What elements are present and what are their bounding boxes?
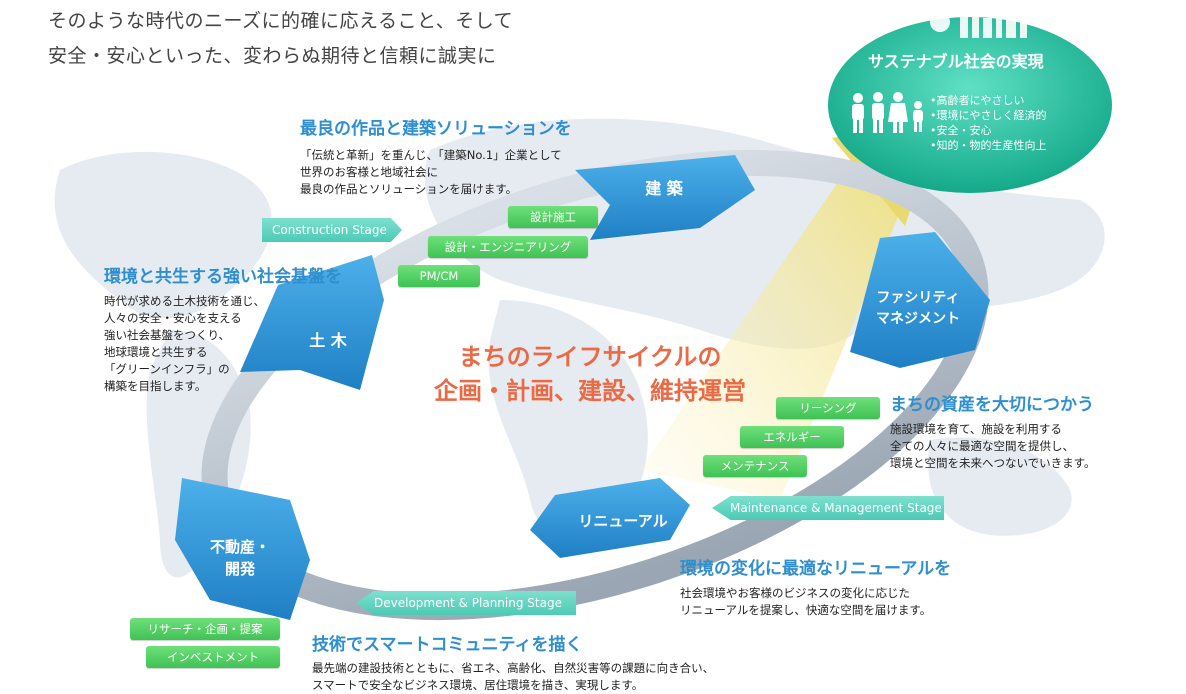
section-renewal: 環境の変化に最適なリニューアルを 社会環境やお客様のビジネスの変化に応じた リニ… — [680, 554, 951, 619]
goal-list: •高齢者にやさしい •環境にやさしく経済的 •安全・安心 •知的・物的生産性向上 — [930, 93, 1047, 153]
section-kenchiku: 最良の作品と建築ソリューションを 「伝統と革新」を重んじ、「建築No.1」企業と… — [300, 114, 572, 198]
construction-stage-label: Construction Stage — [262, 218, 402, 242]
center-title-line-2: 企画・計画、建設、維持運営 — [434, 377, 746, 405]
section-body: 施設環境を育て、施設を利用する 全ての人々に最適な空間を提供し、 環境と空間を未… — [890, 421, 1096, 472]
section-line: スマートで安全なビジネス環境、居住環境を描き、実現します。 — [312, 678, 644, 692]
section-fudosan: 技術でスマートコミュニティを描く 最先端の建設技術とともに、省エネ、高齢化、自然… — [312, 630, 714, 694]
goal-item: •安全・安心 — [930, 124, 992, 137]
tag-pm-cm: PM/CM — [398, 265, 480, 287]
node-renewal: リニューアル — [578, 512, 668, 530]
tag-sekkei-seko: 設計施工 — [508, 206, 598, 228]
maintenance-stage-label: Maintenance & Management Stage — [712, 496, 944, 520]
section-body: 「伝統と革新」を重んじ、「建築No.1」企業として 世界のお客様と地域社会に 最… — [300, 147, 572, 198]
node-facility-line-1: ファシリティ — [876, 290, 960, 306]
section-line: 施設環境を育て、施設を利用する — [890, 422, 1062, 436]
section-heading: 環境と共生する強い社会基盤を — [104, 267, 342, 287]
section-heading: 環境の変化に最適なリニューアルを — [680, 559, 952, 579]
section-line: 社会環境やお客様のビジネスの変化に応じた — [680, 586, 910, 600]
section-heading: 最良の作品と建築ソリューションを — [300, 119, 572, 139]
section-line: 世界のお客様と地域社会に — [300, 165, 438, 179]
goal-item: •知的・物的生産性向上 — [930, 139, 1047, 152]
section-line: 環境と空間を未来へつないでいきます。 — [890, 456, 1096, 470]
goal-title: サステナブル社会の実現 — [868, 52, 1044, 71]
center-title-line-1: まちのライフサイクルの — [458, 343, 722, 371]
section-body: 時代が求める土木技術を通じ、 人々の安全・安心を支える 強い社会基盤をつくり、 … — [104, 293, 342, 395]
section-body: 社会環境やお客様のビジネスの変化に応じた リニューアルを提案し、快適な空間を届け… — [680, 585, 951, 619]
development-stage-label: Development & Planning Stage — [356, 591, 576, 615]
section-line: 全ての人々に最適な空間を提供し、 — [890, 439, 1074, 453]
section-heading: まちの資産を大切につかう — [890, 395, 1094, 415]
goal-item: •環境にやさしく経済的 — [930, 109, 1047, 122]
section-line: 「伝統と革新」を重んじ、「建築No.1」企業として — [300, 148, 562, 162]
section-line: リニューアルを提案し、快適な空間を届けます。 — [680, 603, 932, 617]
section-line: 最先端の建設技術とともに、省エネ、高齢化、自然災害等の課題に向き合い、 — [312, 661, 715, 675]
section-line: 「グリーンインフラ」の — [104, 362, 230, 376]
section-facility: まちの資産を大切につかう 施設環境を育て、施設を利用する 全ての人々に最適な空間… — [890, 390, 1096, 472]
goal-ellipse — [828, 17, 1112, 193]
center-title: まちのライフサイクルの 企画・計画、建設、維持運営 — [415, 340, 765, 408]
node-real-estate-development: 不動産・ 開発 — [195, 536, 285, 580]
section-body: 最先端の建設技術とともに、省エネ、高齢化、自然災害等の課題に向き合い、 スマート… — [312, 660, 714, 694]
tag-leasing: リーシング — [776, 397, 880, 419]
node-doboku: 土 木 — [309, 331, 347, 350]
tag-engineering: 設計・エンジニアリング — [428, 236, 588, 258]
node-kenchiku: 建 築 — [645, 179, 683, 198]
node-facility-line-2: マネジメント — [876, 311, 960, 327]
section-heading: 技術でスマートコミュニティを描く — [312, 635, 583, 655]
node-facility-management: ファシリティ マネジメント — [858, 288, 978, 330]
goal-item: •高齢者にやさしい — [930, 94, 1025, 107]
intro-line-2: 安全・安心といった、変わらぬ期待と信頼に誠実に — [48, 45, 497, 67]
section-line: 時代が求める土木技術を通じ、 — [104, 294, 265, 308]
tag-maintenance: メンテナンス — [703, 455, 807, 477]
section-line: 強い社会基盤をつくり、 — [104, 328, 231, 342]
node-fudosan-line-2: 開発 — [224, 560, 255, 578]
section-line: 地球環境と共生する — [104, 345, 208, 359]
tag-research: リサーチ・企画・提案 — [130, 618, 280, 640]
section-line: 構築を目指します。 — [104, 379, 207, 393]
node-fudosan-line-1: 不動産・ — [209, 538, 270, 556]
tag-energy: エネルギー — [740, 426, 844, 448]
family-icon — [852, 92, 923, 133]
tag-investment: インベストメント — [146, 646, 280, 668]
section-line: 人々の安全・安心を支える — [104, 311, 242, 325]
section-line: 最良の作品とソリューションを届けます。 — [300, 182, 518, 196]
intro-line-1: そのような時代のニーズに的確に応えること、そして — [48, 10, 514, 32]
section-doboku: 環境と共生する強い社会基盤を 時代が求める土木技術を通じ、 人々の安全・安心を支… — [104, 262, 342, 395]
